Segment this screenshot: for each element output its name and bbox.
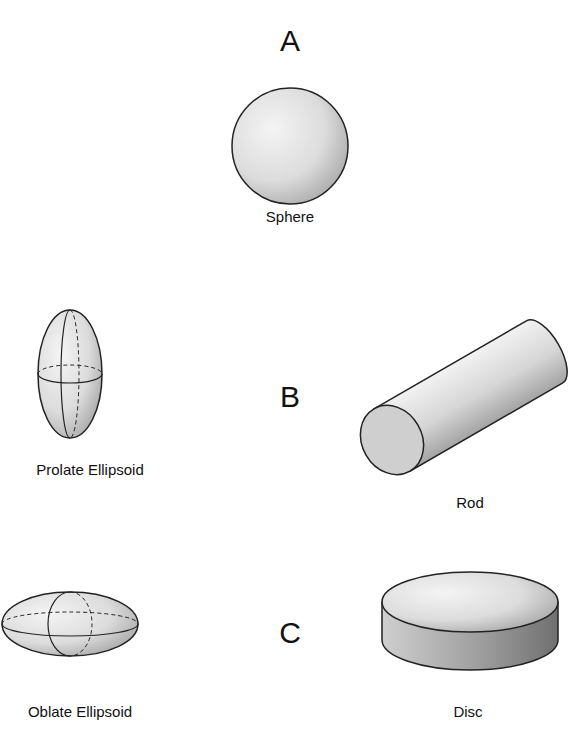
shape-caption: Sphere [266,209,314,226]
sphere-figure [232,88,348,204]
section-letter: B [280,380,300,413]
prolate-ellipsoid-figure [38,310,102,438]
shape-caption: Rod [456,495,484,512]
disc-figure [382,572,558,670]
section-letter: A [280,24,300,57]
rod-figure [348,313,576,486]
shape-caption: Prolate Ellipsoid [36,462,144,479]
section-letter: C [279,616,301,649]
shape-caption: Disc [453,704,482,721]
oblate-ellipsoid-figure [2,592,138,656]
shape-caption: Oblate Ellipsoid [28,704,132,721]
